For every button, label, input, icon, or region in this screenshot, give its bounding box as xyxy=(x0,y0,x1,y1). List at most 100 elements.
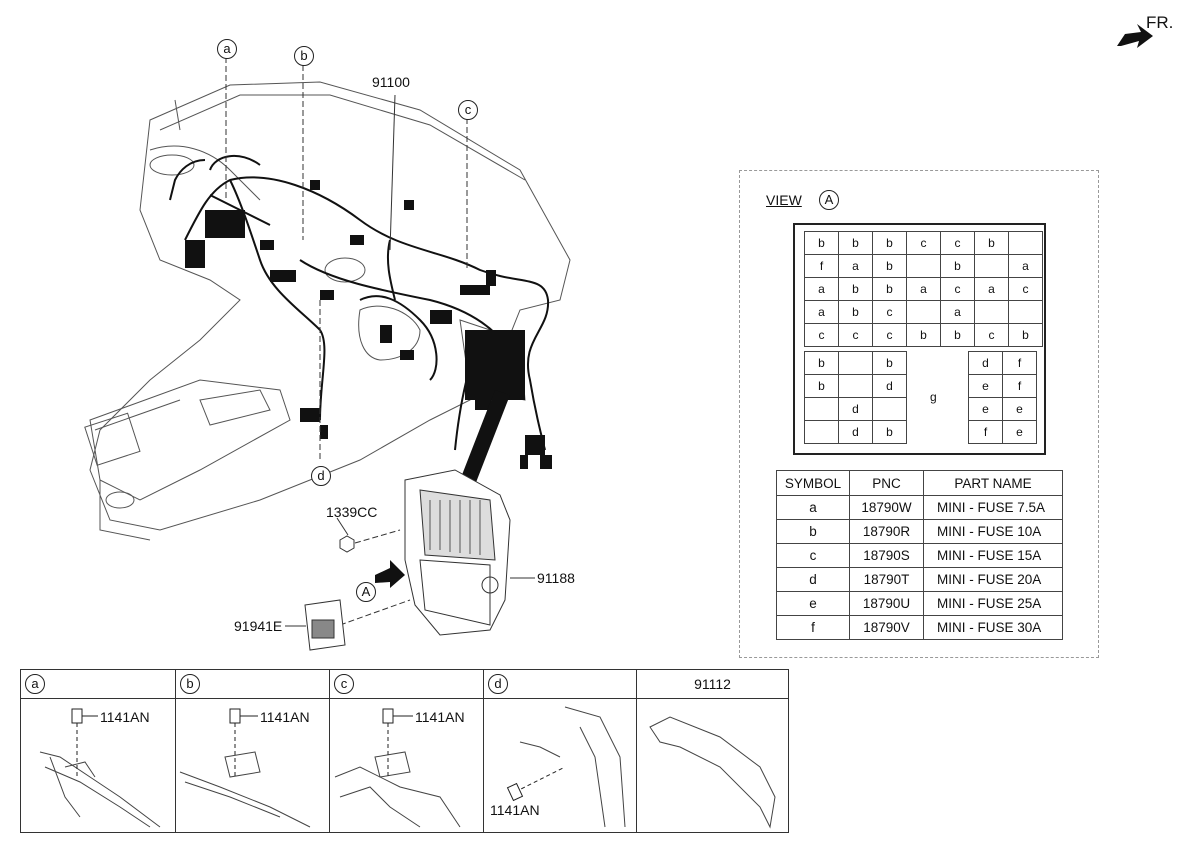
fuse_grid_top-fuse-cell: c xyxy=(940,231,975,255)
legend-pnc: 18790S xyxy=(849,543,924,568)
fuse_grid_top-fuse-cell: c xyxy=(838,323,873,347)
fuse_grid_top-fuse-cell: b xyxy=(940,254,975,278)
fuse_grid_top-fuse-cell: c xyxy=(872,323,907,347)
fuse_grid_top-fuse-cell: b xyxy=(940,323,975,347)
legend-pnc: 18790U xyxy=(849,591,924,616)
fuse_grid_top-fuse-cell: b xyxy=(804,231,839,255)
fuse_grid_left-fuse-cell xyxy=(838,351,873,375)
fuse_grid_right-fuse-cell: f xyxy=(1002,374,1037,398)
fuse_grid_top-fuse-cell: b xyxy=(872,277,907,301)
view-a-panel xyxy=(739,170,1099,658)
callout-d-circle: d xyxy=(311,466,331,486)
panel-d-part-label: 1141AN xyxy=(490,802,540,818)
fuse_grid_top-fuse-cell: a xyxy=(940,300,975,324)
view-a-marker: A xyxy=(356,582,376,602)
fuse_grid_left-fuse-cell: d xyxy=(872,374,907,398)
fuse_grid_top-fuse-cell: b xyxy=(838,231,873,255)
legend-symbol: d xyxy=(776,567,850,592)
legend-header-symbol: SYMBOL xyxy=(776,470,850,496)
fuse-center-label: g xyxy=(930,390,937,404)
detail-panel-a: a xyxy=(20,669,175,833)
legend-pnc: 18790R xyxy=(849,519,924,544)
legend-pnc: 18790T xyxy=(849,567,924,592)
front-arrow-icon xyxy=(1117,24,1153,48)
fuse_grid_left-fuse-cell xyxy=(838,374,873,398)
fuse_grid_top-fuse-cell: b xyxy=(872,231,907,255)
fuse_grid_top-fuse-cell: a xyxy=(974,277,1009,301)
fuse_grid_top-fuse-cell: b xyxy=(872,254,907,278)
fuse_grid_left-fuse-cell: b xyxy=(872,351,907,375)
detail-panels-strip: a b c d 91112 xyxy=(20,669,789,833)
view-title: VIEW xyxy=(766,192,802,208)
fuse_grid_top-fuse-cell xyxy=(1008,300,1043,324)
fuse_grid_top-fuse-cell: a xyxy=(906,277,941,301)
callout-b-circle: b xyxy=(294,46,314,66)
panel-a-part-label: 1141AN xyxy=(100,709,150,725)
fuse_grid_top-fuse-cell xyxy=(974,300,1009,324)
legend-header-part-name: PART NAME xyxy=(923,470,1063,496)
legend-symbol: f xyxy=(776,615,850,640)
fuse_grid_top-fuse-cell: a xyxy=(1008,254,1043,278)
fuse_grid_left-fuse-cell: b xyxy=(872,420,907,444)
fuse_grid_top-fuse-cell: b xyxy=(838,277,873,301)
detail-panel-b: b xyxy=(175,669,329,833)
panel-91112-header: 91112 xyxy=(694,676,731,692)
fuse_grid_left-fuse-cell xyxy=(872,397,907,421)
fuse_grid_top-fuse-cell xyxy=(906,300,941,324)
legend-part-name: MINI - FUSE 25A xyxy=(923,591,1063,616)
wiring-harness-label: 91100 xyxy=(372,74,410,90)
relay-label: 91941E xyxy=(234,618,283,634)
legend-header-pnc: PNC xyxy=(849,470,924,496)
detail-panels-illustration xyxy=(39,706,776,829)
panel-c-part-label: 1141AN xyxy=(415,709,465,725)
fuse_grid_top-fuse-cell: b xyxy=(838,300,873,324)
fuse_grid_top-fuse-cell: c xyxy=(872,300,907,324)
fuse_grid_right-fuse-cell: f xyxy=(1002,351,1037,375)
dashboard-harness-illustration xyxy=(84,57,571,651)
fuse_grid_top-fuse-cell: b xyxy=(1008,323,1043,347)
fuse_grid_top-fuse-cell xyxy=(974,254,1009,278)
panel-b-header: b xyxy=(180,674,200,694)
fuse_grid_top-fuse-cell xyxy=(906,254,941,278)
fuse_grid_right-fuse-cell: e xyxy=(1002,420,1037,444)
front-direction-indicator xyxy=(1115,10,1155,55)
fuse_grid_left-fuse-cell xyxy=(804,420,839,444)
fuse_grid_top-fuse-cell: c xyxy=(804,323,839,347)
fuse_grid_right-fuse-cell: e xyxy=(968,374,1003,398)
fuse_grid_right-fuse-cell: f xyxy=(968,420,1003,444)
fuse_grid_top-fuse-cell: c xyxy=(1008,277,1043,301)
legend-part-name: MINI - FUSE 30A xyxy=(923,615,1063,640)
fuse_grid_top-fuse-cell: b xyxy=(974,231,1009,255)
fuse_grid_left-fuse-cell: b xyxy=(804,351,839,375)
fuse_grid_top-fuse-cell: c xyxy=(940,277,975,301)
fuse_grid_left-fuse-cell: b xyxy=(804,374,839,398)
callout-a-circle: a xyxy=(217,39,237,59)
callout-c-circle: c xyxy=(458,100,478,120)
fuse_grid_right-fuse-cell: e xyxy=(1002,397,1037,421)
fuse_grid_top-fuse-cell xyxy=(1008,231,1043,255)
panel-a-header: a xyxy=(25,674,45,694)
legend-part-name: MINI - FUSE 15A xyxy=(923,543,1063,568)
panel-c-header: c xyxy=(334,674,354,694)
legend-symbol: b xyxy=(776,519,850,544)
fuse_grid_left-fuse-cell: d xyxy=(838,397,873,421)
legend-part-name: MINI - FUSE 7.5A xyxy=(923,495,1063,520)
legend-part-name: MINI - FUSE 10A xyxy=(923,519,1063,544)
detail-panel-91112: 91112 xyxy=(636,669,789,833)
fuse_grid_top-fuse-cell: a xyxy=(804,300,839,324)
panel-d-header: d xyxy=(488,674,508,694)
nut-label: 1339CC xyxy=(326,504,378,520)
fuse_grid_top-fuse-cell: a xyxy=(804,277,839,301)
detail-panel-c: c xyxy=(329,669,483,833)
fuse_grid_right-fuse-cell: d xyxy=(968,351,1003,375)
legend-pnc: 18790W xyxy=(849,495,924,520)
